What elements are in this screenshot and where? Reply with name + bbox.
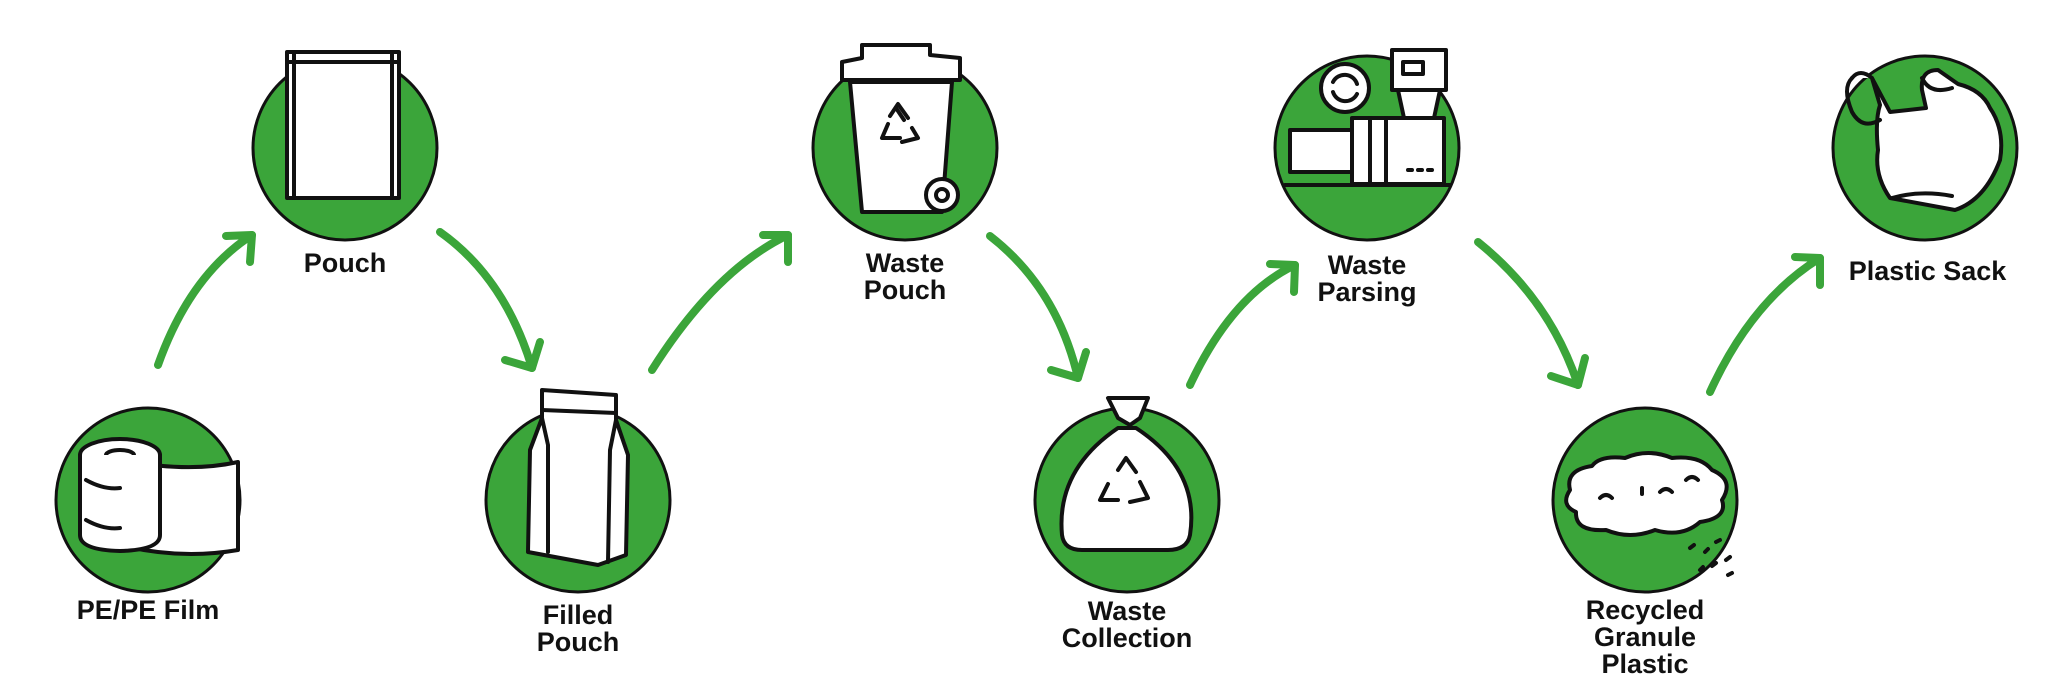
step-label-recycled-granule: Recycled Granule Plastic [1585,595,1705,679]
step-label-waste-collection: Waste Collection [1061,596,1193,653]
arrow-pe-film-to-pouch [154,231,256,369]
step-label-filled-pouch: Filled Pouch [536,600,620,657]
arrow-waste-pouch-to-waste-collection [986,232,1090,382]
pouch-icon [285,50,401,200]
step-label-plastic-sack: Plastic Sack [1848,256,2007,286]
arrow-filled-pouch-to-waste-pouch [648,231,792,374]
filled-pouch-icon [526,388,630,567]
step-label-pe-film: PE/PE Film [76,595,220,625]
plastic-sack-icon [1845,68,2004,212]
recycle-bin-icon [840,43,962,214]
arrow-recycled-granule-to-plastic-sack [1706,253,1824,396]
film-roll-icon [78,437,240,556]
step-label-waste-parsing: Waste Parsing [1317,250,1417,307]
plastic-granule-icon [1564,451,1734,577]
arrow-waste-parsing-to-recycled-granule [1474,238,1589,389]
arrow-waste-collection-to-waste-parsing [1186,260,1299,389]
step-label-waste-pouch: Waste Pouch [863,248,947,305]
recycle-bag-icon [1059,396,1194,552]
recycling-machine-icon [1283,48,1452,187]
step-label-pouch: Pouch [303,248,387,278]
arrow-pouch-to-filled-pouch [436,228,544,372]
